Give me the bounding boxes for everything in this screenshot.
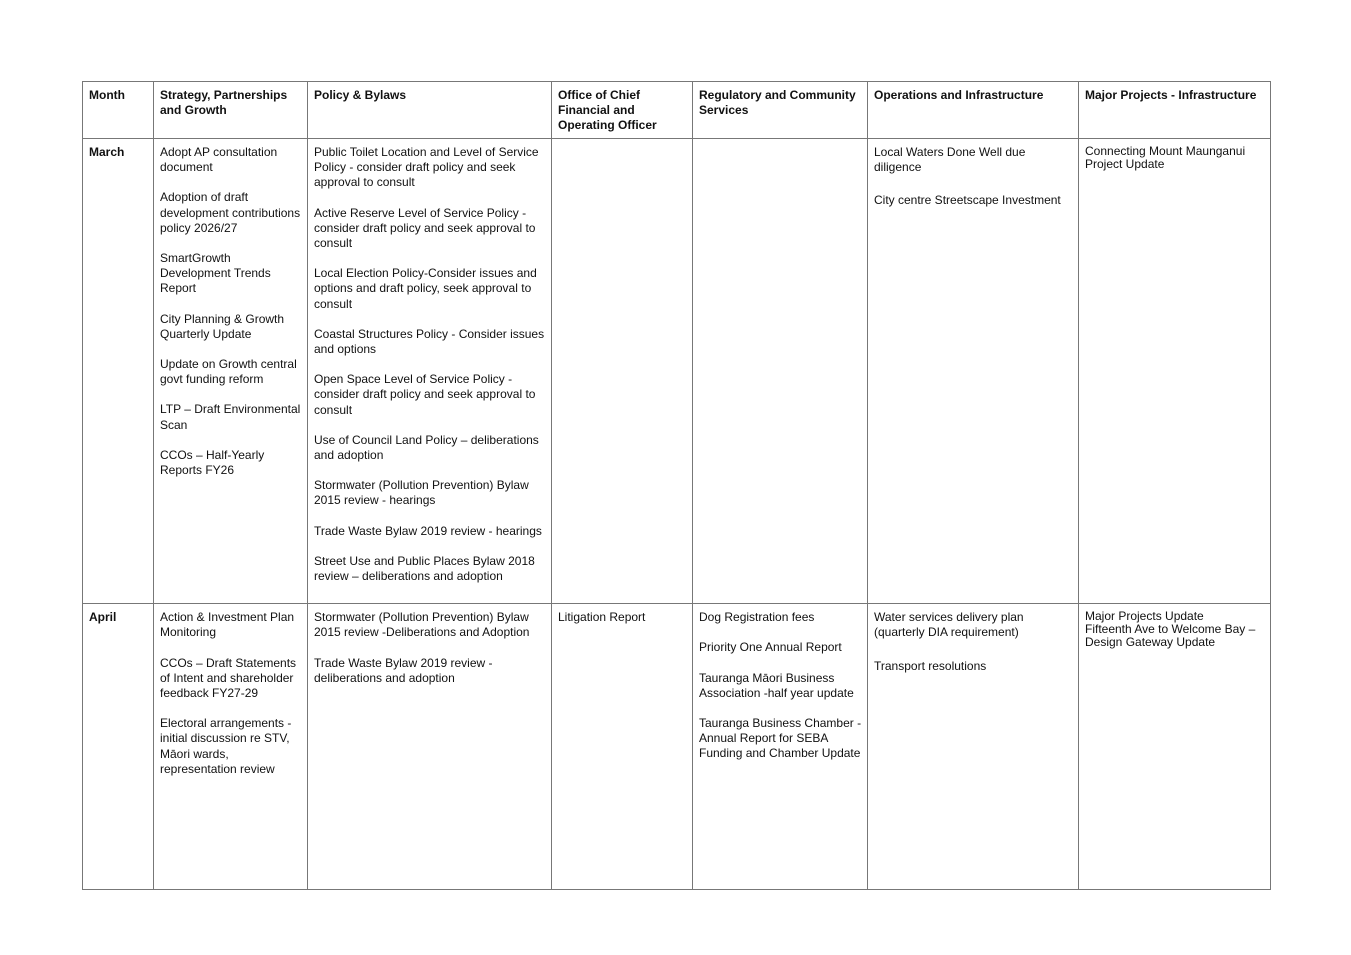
agenda-item: Trade Waste Bylaw 2019 review - hearings [314, 523, 542, 538]
work-programme-table: Month Strategy, Partnerships and Growth … [82, 81, 1271, 891]
agenda-item: Trade Waste Bylaw 2019 review - delibera… [314, 655, 493, 685]
agenda-item: Stormwater (Pollution Prevention) Bylaw … [314, 610, 530, 640]
agenda-item: Dog Registration fees [699, 610, 815, 625]
agenda-item: City Planning & Growth Quarterly Update [160, 311, 285, 341]
agenda-item: Coastal Structures Policy - Consider iss… [314, 326, 545, 357]
agenda-item: Active Reserve Level of Service Policy -… [314, 205, 536, 251]
agenda-item: Electoral arrangements - initial discuss… [160, 716, 292, 776]
agenda-item: Fifteenth Ave to Welcome Bay – Design Ga… [1085, 622, 1256, 650]
agenda-item: Major Projects Update [1085, 609, 1204, 624]
agenda-item: Tauranga Māori Business Association -hal… [699, 670, 854, 700]
major-cell: Connecting Mount Maunganui Project Updat… [1078, 137, 1271, 605]
policy-cell: Public Toilet Location and Level of Serv… [307, 137, 552, 605]
agenda-item: Public Toilet Location and Level of Serv… [314, 145, 539, 190]
agenda-item: CCOs – Draft Statements of Intent and sh… [160, 655, 297, 701]
agenda-item: Connecting Mount Maunganui Project Updat… [1085, 144, 1246, 171]
agenda-item: Update on Growth central govt funding re… [160, 357, 297, 387]
agenda-item: Tauranga Business Chamber - Annual Repor… [699, 716, 862, 761]
month-cell: April [82, 603, 154, 891]
agenda-item: Adopt AP consultation document [160, 145, 278, 175]
header-operations: Operations and Infrastructure [867, 81, 1079, 139]
agenda-item: LTP – Draft Environmental Scan [160, 402, 301, 432]
agenda-item: Action & Investment Plan Monitoring [160, 610, 295, 640]
agenda-item: Local Waters Done Well due diligence [874, 145, 1026, 175]
agenda-item: CCOs – Half-Yearly Reports FY26 [160, 447, 265, 478]
agenda-item: Open Space Level of Service Policy - con… [314, 372, 536, 417]
agenda-item: Local Election Policy-Consider issues an… [314, 266, 537, 311]
agenda-item: SmartGrowth Development Trends Report [160, 251, 271, 296]
agenda-item: Priority One Annual Report [699, 640, 842, 655]
agenda-item: Litigation Report [558, 610, 646, 625]
agenda-item: Transport resolutions [874, 658, 987, 673]
regulatory-cell [692, 137, 868, 605]
agenda-item: Street Use and Public Places Bylaw 2018 … [314, 553, 535, 584]
operations-cell: Water services delivery plan (quarterly … [867, 603, 1079, 891]
header-cfo: Office of Chief Financial and Operating … [551, 81, 693, 139]
header-regulatory: Regulatory and Community Services [692, 81, 868, 139]
header-strategy: Strategy, Partnerships and Growth [153, 81, 308, 139]
header-major-projects: Major Projects - Infrastructure [1078, 81, 1271, 139]
agenda-item: Water services delivery plan (quarterly … [874, 610, 1024, 640]
policy-cell: Stormwater (Pollution Prevention) Bylaw … [307, 603, 552, 891]
agenda-item: Use of Council Land Policy – deliberatio… [314, 432, 539, 463]
header-month: Month [82, 81, 154, 139]
cfo-cell: Litigation Report [551, 603, 693, 891]
agenda-item: Adoption of draft development contributi… [160, 190, 301, 235]
header-policy: Policy & Bylaws [307, 81, 552, 139]
agenda-item: City centre Streetscape Investment [874, 193, 1061, 208]
month-cell: March [82, 137, 154, 605]
header-row: Month Strategy, Partnerships and Growth … [82, 81, 1271, 139]
agenda-item: Stormwater (Pollution Prevention) Bylaw … [314, 478, 529, 508]
cfo-cell [551, 137, 693, 605]
